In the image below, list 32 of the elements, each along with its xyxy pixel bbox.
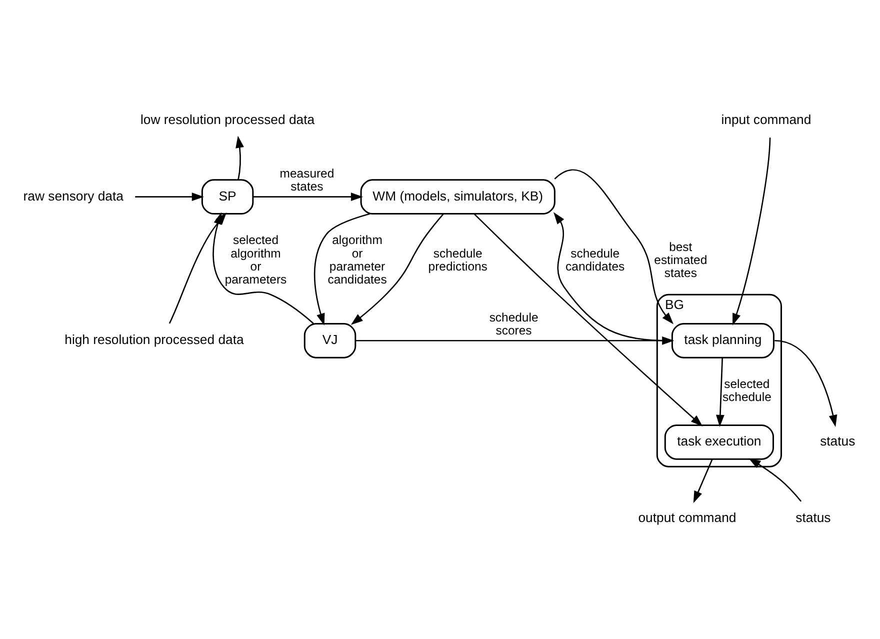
arrow <box>716 358 724 427</box>
arrow <box>236 136 244 180</box>
edge-label: schedule predictions <box>428 246 488 274</box>
edge-label: selected schedule <box>722 377 772 404</box>
edge-label: best estimated states <box>654 240 708 280</box>
node-text: raw sensory data <box>23 188 124 204</box>
arrow <box>554 169 674 324</box>
node-text: input command <box>721 112 812 128</box>
arrow <box>693 458 713 504</box>
arrow <box>314 213 370 326</box>
arrow <box>474 214 703 427</box>
node-box: SP <box>201 179 254 214</box>
edge-label: measured states <box>280 166 334 194</box>
edge-label: algorithm or parameter candidates <box>328 233 387 287</box>
node-text: high resolution processed data <box>64 332 244 348</box>
node-box: WM (models, simulators, KB) <box>360 179 556 214</box>
arrow <box>748 458 802 502</box>
node-box: VJ <box>304 322 356 358</box>
node-text: low resolution processed data <box>140 112 315 128</box>
arrow <box>135 192 204 202</box>
arrow <box>253 192 363 202</box>
node-text: status <box>820 434 856 449</box>
node-box: task planning <box>671 322 774 358</box>
edge-label: selected algorithm or parameters <box>224 233 287 287</box>
arrow <box>774 340 838 428</box>
edge-label: schedule scores <box>489 310 538 338</box>
node-text: status <box>796 510 831 525</box>
node-text: output command <box>638 510 736 525</box>
node-box: task execution <box>664 424 774 460</box>
arrow <box>732 138 771 326</box>
arrow <box>350 213 444 325</box>
edge-label: schedule candidates <box>566 246 625 274</box>
